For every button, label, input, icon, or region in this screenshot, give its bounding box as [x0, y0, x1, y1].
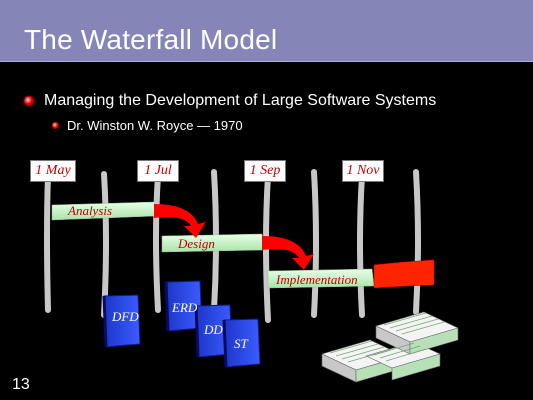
- date-box-4: 1 Nov: [342, 160, 384, 182]
- sub-bullet-dot-icon: [52, 122, 59, 129]
- doc-label-dfd: DFD: [112, 309, 139, 324]
- slide-number: 13: [12, 376, 30, 393]
- arrow-analysis-to-design: [154, 204, 206, 238]
- slide-title: The Waterfall Model: [24, 24, 278, 55]
- title-bar: The Waterfall Model: [0, 0, 533, 62]
- timeline-stick: [101, 171, 109, 318]
- doc-book-dd: [194, 304, 233, 358]
- arrow-design-to-implementation: [262, 236, 314, 270]
- doc-book-st: [222, 318, 261, 368]
- bullet-dot-icon: [24, 96, 34, 106]
- phase-label-implementation: Implementation: [276, 272, 358, 287]
- phase-label-design: Design: [178, 236, 215, 251]
- doc-label-dd: DD: [204, 322, 223, 337]
- paper-stacks: [321, 311, 459, 383]
- waterfall-diagram: 1 May 1 Jul 1 Sep 1 Nov Analysis Design …: [0, 150, 533, 400]
- bullet-text-level2: Dr. Winston W. Royce — 1970: [67, 118, 243, 133]
- date-box-3: 1 Sep: [244, 160, 286, 182]
- date-box-1: 1 May: [30, 160, 76, 182]
- doc-label-st: ST: [234, 336, 248, 351]
- overrun-bar: [373, 259, 435, 289]
- date-box-2: 1 Jul: [137, 160, 179, 182]
- design-bar: [161, 233, 265, 253]
- timeline-stick: [413, 169, 421, 315]
- paper-stack-lines: [329, 312, 445, 363]
- waterfall-svg: [44, 169, 459, 383]
- bullet-level2: Dr. Winston W. Royce — 1970: [52, 118, 243, 133]
- doc-book-dfd: [102, 294, 141, 348]
- timeline-stick: [357, 173, 365, 318]
- phase-label-analysis: Analysis: [68, 203, 113, 218]
- timeline-stick: [153, 173, 161, 313]
- bullet-text-level1: Managing the Development of Large Softwa…: [44, 92, 437, 109]
- bullet-level1: Managing the Development of Large Softwa…: [24, 92, 436, 110]
- doc-label-erd: ERD: [172, 300, 198, 315]
- timeline-stick: [44, 173, 51, 313]
- timeline-stick: [311, 169, 319, 318]
